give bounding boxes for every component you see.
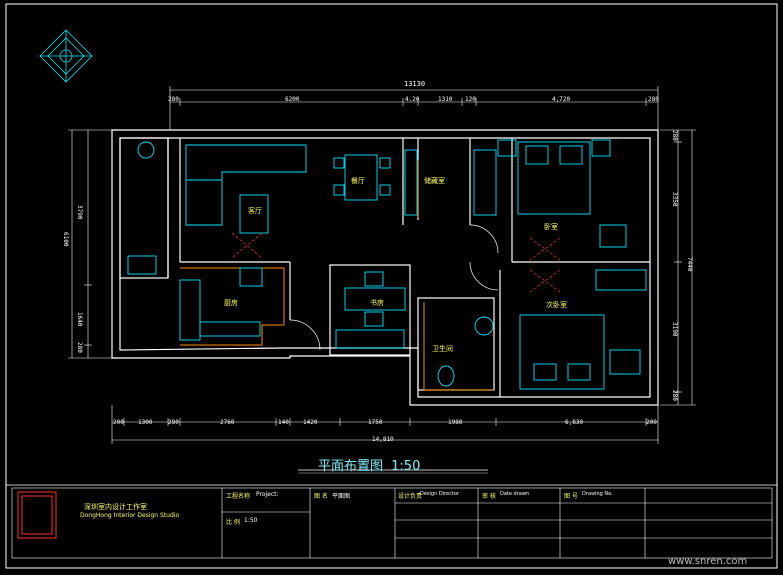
right-dim-4: 280 [671, 390, 678, 401]
left-dim-1: 6100 [62, 232, 69, 247]
tb-c6-value: Drawing No. [582, 491, 613, 497]
scale-label: 比 例 [226, 519, 240, 526]
sheet-frame [5, 3, 778, 569]
drawing-title: 平面布置图 1:50 [318, 455, 420, 474]
top-dim-2: 4.20 [405, 96, 420, 103]
room-label-kitchen: 厨房 [224, 299, 238, 307]
bottom-dim-0: 200 [113, 419, 124, 426]
left-dim-0: 3790 [76, 205, 83, 220]
bottom-dim-9: 200 [646, 419, 657, 426]
tb-c5-value: Date drawn [500, 491, 530, 497]
watermark: www.snren.com [668, 556, 748, 567]
north-compass-icon [39, 29, 93, 83]
door-arcs [289, 224, 499, 351]
title-block-grid [11, 487, 773, 559]
drawing-title-text: 平面布置图 [318, 459, 384, 474]
project-label: 工程名称 [226, 493, 251, 500]
bottom-dim-4: 140 [278, 419, 289, 426]
left-dim-3: 280 [76, 342, 83, 353]
tb-c4-value: Design Director [420, 491, 459, 497]
studio-name: 深圳室内设计工作室 [84, 503, 147, 511]
top-dim-6: 280 [648, 96, 659, 103]
overall-width-bottom-label: 14,810 [372, 436, 394, 443]
project-label-en: Project: [256, 491, 279, 498]
bottom-dim-1: 1300 [138, 419, 153, 426]
door-swings [231, 232, 561, 293]
room-label-living: 客厅 [248, 207, 262, 215]
right-dim-3: 280 [671, 130, 678, 141]
right-dimension-lines [660, 129, 696, 406]
tb-c5-label: 审 核 [482, 493, 496, 500]
bottom-dim-6: 1750 [368, 419, 383, 426]
bottom-dim-3: 2760 [220, 419, 235, 426]
studio-name-en: DongHong Interior Design Studio [80, 512, 180, 519]
furniture [127, 139, 647, 390]
studio-logo-icon [17, 491, 57, 539]
right-dim-2: 3190 [671, 322, 678, 337]
room-label-storage: 储藏室 [424, 177, 445, 185]
room-label-master-bed: 卧室 [544, 223, 558, 231]
top-dim-4: 120 [465, 96, 476, 103]
top-dim-3: 1310 [438, 96, 453, 103]
right-dim-1: 7440 [686, 257, 693, 272]
room-label-second-bed: 次卧室 [546, 301, 567, 309]
tb-c3-label: 图 名 [314, 493, 328, 500]
bottom-dim-8: 6,830 [565, 419, 584, 426]
bottom-dim-5: 1420 [303, 419, 318, 426]
room-label-study: 书房 [370, 299, 384, 307]
highlighted-partitions [180, 160, 494, 391]
overall-width-label: 13130 [404, 80, 426, 88]
right-dim-0: 3350 [671, 192, 678, 207]
top-dimension-lines [169, 86, 659, 130]
left-dimension-lines [68, 129, 112, 359]
tb-c6-label: 图 号 [564, 493, 578, 500]
bottom-dimension-lines [111, 405, 659, 444]
top-dim-0: 280 [168, 96, 179, 103]
top-dim-5: 4,720 [552, 96, 571, 103]
tb-c4-label: 设计负责 [398, 493, 423, 500]
tb-c3-value: 平面图 [332, 493, 351, 500]
left-dim-2: 1640 [76, 312, 83, 327]
room-label-bath: 卫生间 [432, 345, 453, 353]
top-dim-1: 6200 [285, 96, 300, 103]
bottom-dim-7: 1980 [448, 419, 463, 426]
room-label-dining: 餐厅 [351, 177, 365, 185]
bottom-dim-2: 280 [168, 419, 179, 426]
scale-value: 1:50 [244, 517, 258, 524]
drawing-scale-text: 1:50 [391, 459, 421, 474]
